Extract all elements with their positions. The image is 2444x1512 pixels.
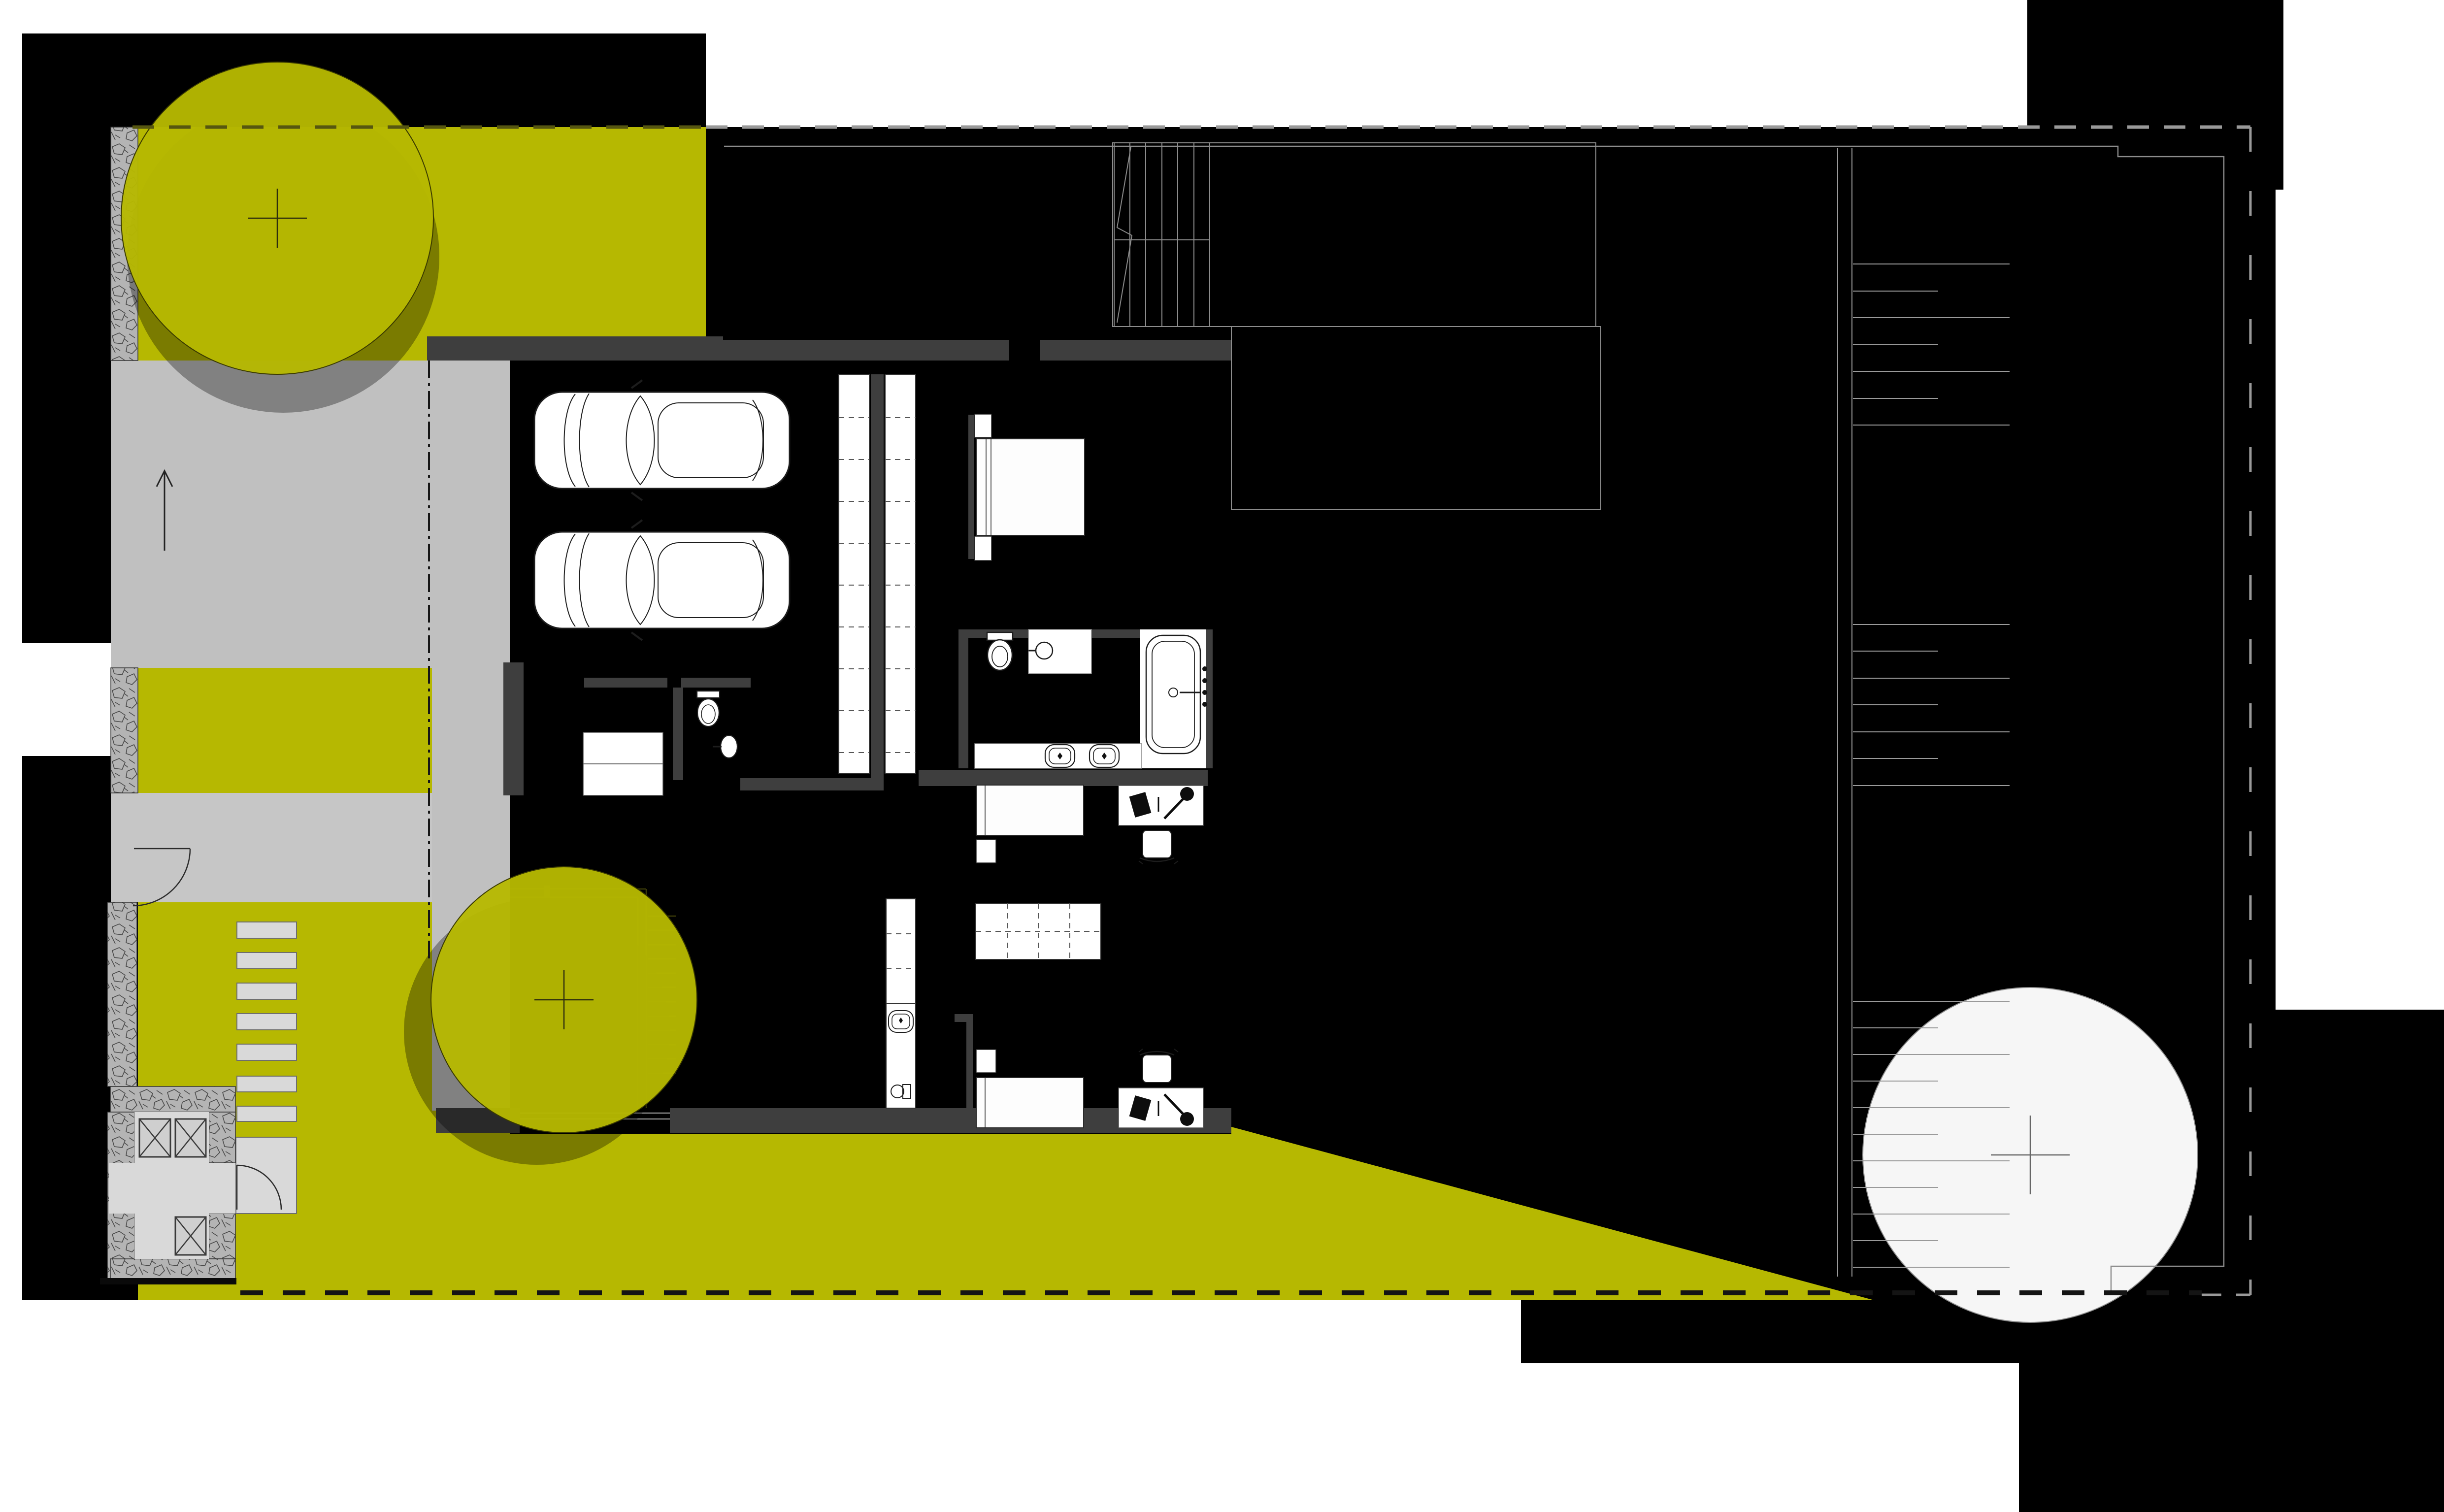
entry-porch: [109, 1112, 235, 1259]
wall-master-north: [1040, 340, 1231, 361]
laundry-unit: [583, 763, 663, 796]
bathtub: [1140, 629, 1207, 768]
terrace-edge-line: [724, 145, 2225, 1295]
toilet: [986, 631, 1014, 671]
garage: [533, 379, 791, 641]
planter-x-marks: [139, 1118, 206, 1255]
entry-door-swing: [236, 1164, 282, 1210]
tree-cross: [1991, 1116, 2070, 1194]
shower-drain: [1035, 641, 1054, 660]
wall-wc-west: [673, 688, 683, 780]
ramp-treads-upper: [1853, 263, 2010, 426]
lamp-arm: [1163, 797, 1185, 820]
kid-room-2: [976, 1049, 1204, 1128]
lamp-arm: [1163, 1093, 1185, 1116]
bed: [976, 1077, 1084, 1128]
laundry-unit: [583, 732, 663, 764]
garden-path: [111, 793, 432, 902]
tub-drain: [1168, 688, 1178, 697]
ramp-treads-middle: [1853, 624, 2010, 786]
bed: [976, 785, 1084, 836]
car-mirrors: [630, 379, 643, 501]
lawn-south: [138, 902, 1874, 1300]
toilet: [891, 1084, 911, 1099]
driveway: [111, 361, 510, 668]
sink: [713, 734, 738, 759]
nightstand: [976, 839, 996, 863]
master-bathroom: [974, 629, 1207, 769]
wall-bath-south: [919, 770, 1208, 786]
kids-closet: [886, 898, 916, 1004]
wall-garage-north: [427, 336, 723, 361]
gate-gap: [22, 643, 111, 756]
trees: [121, 62, 2198, 1323]
bed: [976, 438, 1085, 536]
wall-utility-south: [740, 778, 884, 790]
vanity: [974, 743, 1142, 769]
ramp-rails: [1837, 148, 1852, 1277]
wall-closet-spine: [871, 374, 884, 778]
entry-landing: [235, 1137, 297, 1214]
car-mirrors: [630, 519, 643, 641]
tree-cross: [248, 189, 307, 248]
void-outline-lower: [1231, 326, 1601, 510]
car-2: [533, 519, 791, 641]
nightstand: [976, 1049, 996, 1073]
closets: [838, 374, 1101, 1004]
stone-patch-porch-top: [110, 1086, 236, 1113]
nightstand: [974, 536, 992, 561]
driveway-arrow: [156, 469, 173, 551]
wall-bath-west: [958, 638, 968, 768]
kid-room-1: [976, 785, 1204, 864]
hardscape: [111, 361, 510, 1214]
wall-headboard: [968, 415, 974, 559]
east-ramp: [1837, 148, 2010, 1277]
guest-wc: [583, 690, 738, 796]
lawn-west-band: [138, 668, 432, 793]
car-1: [533, 379, 791, 501]
wall-wc-north-b: [681, 678, 751, 688]
wall-kids-west: [966, 1018, 973, 1131]
sink: [888, 1010, 914, 1033]
garden-gate-swing: [132, 848, 191, 907]
tree-cross: [534, 970, 594, 1029]
ramp-treads-lower: [1853, 1001, 2010, 1268]
lamp-head: [1180, 1112, 1194, 1126]
lamp-head: [1180, 787, 1194, 801]
notebook: [1129, 792, 1152, 818]
site-lines: [132, 125, 2252, 1296]
pillow-line: [986, 439, 991, 535]
wardrobe: [975, 903, 1101, 960]
wall-wc-north-a: [584, 678, 667, 688]
stepping-stones: [236, 921, 297, 1122]
stair-break-line: [1116, 146, 1133, 323]
nightstand: [974, 414, 992, 438]
closet-column-west: [838, 374, 870, 774]
chair: [1138, 1049, 1179, 1083]
master-bedroom: [974, 414, 1085, 561]
kids-bathroom: [886, 1003, 916, 1109]
notebook: [1129, 1095, 1152, 1121]
wall-north-mid: [723, 340, 1009, 361]
annotations: [132, 469, 282, 1210]
toilet: [696, 690, 721, 727]
stone-base-line: [100, 1278, 236, 1284]
chair: [1138, 830, 1179, 864]
closet-column-east: [885, 374, 916, 774]
stairs-main: [1112, 142, 1601, 510]
wall-garage-pillar: [503, 662, 524, 795]
